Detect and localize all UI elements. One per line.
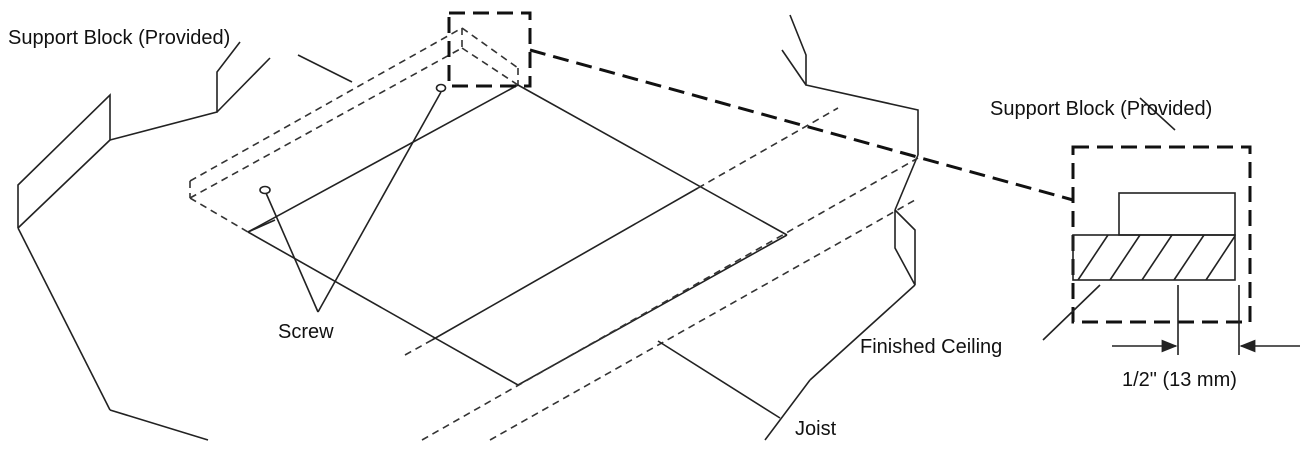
finished-ceiling-leader [1042,284,1101,341]
detail-support-block [1118,192,1236,236]
label-support-block-detail: Support Block (Provided) [990,98,1212,120]
label-support-block-left: Support Block (Provided) [8,27,230,49]
detail-highlight-box [447,11,532,88]
label-finished-ceiling: Finished Ceiling [860,336,1002,358]
joist-hidden-lines [404,107,919,441]
joist-leader [657,340,781,419]
support-block-leader [297,54,353,83]
support-block-hidden [189,27,519,233]
label-screw: Screw [278,321,334,343]
screw-leader-2 [317,91,442,313]
label-joist: Joist [795,418,837,440]
screw-leader-1 [265,192,319,313]
detail-finished-ceiling [1072,234,1236,281]
detail-connector-top [529,48,1074,202]
dimension-marks [1112,285,1300,355]
left-joist-outline [17,41,271,441]
screw-hole-2 [435,83,447,93]
label-dimension: 1/2" (13 mm) [1122,369,1237,391]
detail-view [1072,97,1236,281]
right-joist-outline [764,14,919,441]
screw-hole-1 [259,185,271,195]
detail-inset-box [1071,145,1252,324]
